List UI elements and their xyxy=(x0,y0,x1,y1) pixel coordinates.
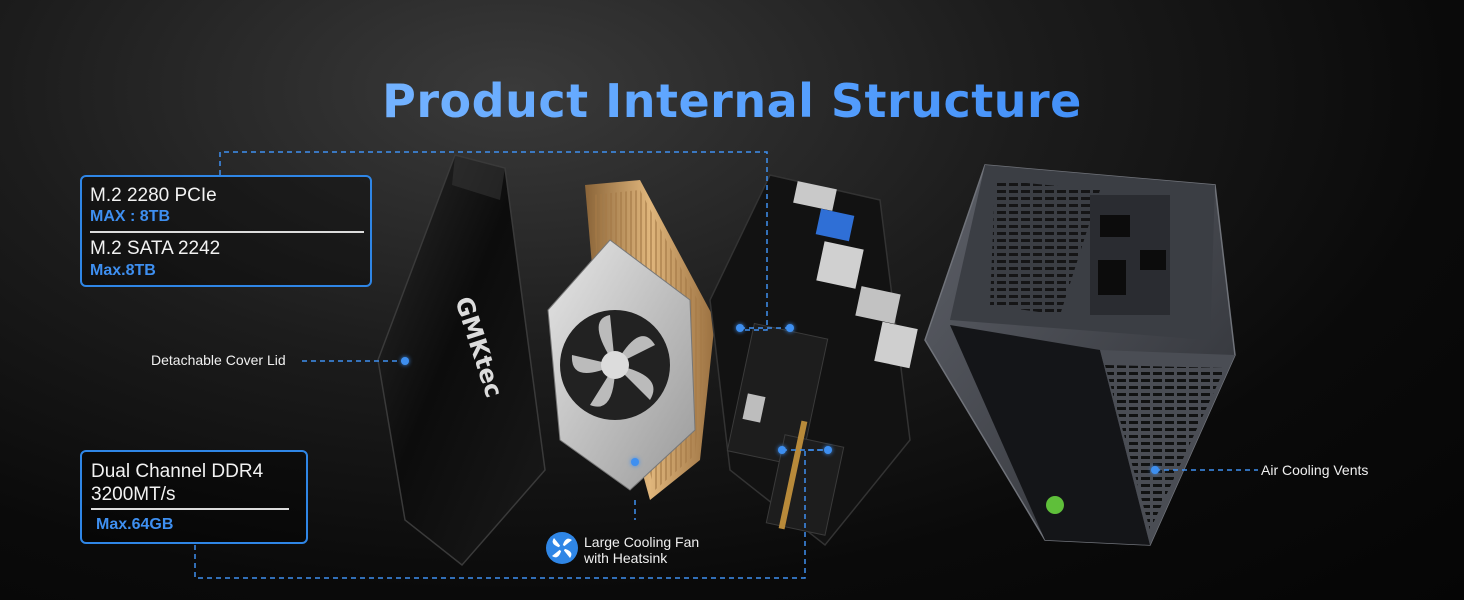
cover-lid-marker xyxy=(401,357,409,365)
memory-type-label: Dual Channel DDR4 xyxy=(91,461,264,482)
memory-speed-label: 3200MT/s xyxy=(91,484,176,505)
vents-callout: Air Cooling Vents xyxy=(1261,462,1369,478)
storage-pcie-label: M.2 2280 PCIe xyxy=(90,185,217,206)
storage-sata-capacity: Max.8TB xyxy=(90,262,156,279)
cover-lid-callout: Detachable Cover Lid xyxy=(151,352,286,368)
storage-marker-a xyxy=(736,324,744,332)
fan-icon xyxy=(546,532,578,564)
storage-divider xyxy=(90,231,364,233)
page-title: Product Internal Structure xyxy=(0,74,1464,128)
storage-connector xyxy=(219,151,768,331)
memory-marker-a xyxy=(778,446,786,454)
memory-marker-b xyxy=(824,446,832,454)
vents-marker xyxy=(1151,466,1159,474)
storage-pcie-capacity: MAX : 8TB xyxy=(90,208,170,225)
fan-callout-line2: with Heatsink xyxy=(584,550,668,566)
motherboard-graphic xyxy=(709,174,918,547)
fan-marker xyxy=(631,458,639,466)
storage-spec-box: M.2 2280 PCIe MAX : 8TB M.2 SATA 2242 Ma… xyxy=(80,175,372,287)
memory-spec-box: Dual Channel DDR4 3200MT/s Max.64GB xyxy=(80,450,308,544)
memory-capacity: Max.64GB xyxy=(96,516,174,533)
memory-divider xyxy=(91,508,289,510)
storage-marker-b xyxy=(786,324,794,332)
fan-callout-line1: Large Cooling Fan xyxy=(584,534,700,550)
cover-lid-graphic: GMKtec xyxy=(377,154,546,567)
storage-sata-label: M.2 SATA 2242 xyxy=(90,238,221,259)
case-graphic xyxy=(924,164,1236,546)
cooling-fan-graphic xyxy=(547,180,715,500)
